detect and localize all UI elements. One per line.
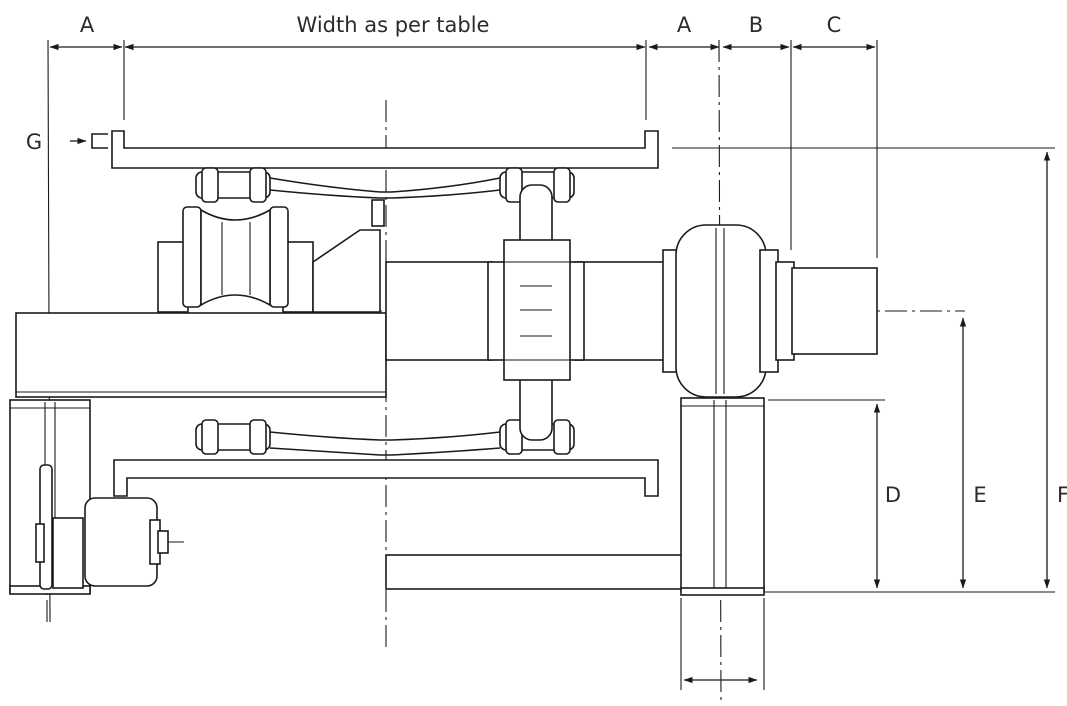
return-track-beam — [385, 554, 720, 590]
upper-left-trolley — [157, 199, 385, 313]
gearbox-housing — [662, 224, 878, 398]
dimension-label-e: E — [973, 483, 986, 507]
vertical-dimension-arrows — [683, 151, 1051, 684]
dimension-label-b: B — [749, 13, 763, 37]
dimension-label-width: Width as per table — [297, 13, 490, 37]
upper-carrier-rail — [111, 130, 659, 169]
drive-shaft — [385, 261, 671, 361]
main-track-beam — [15, 312, 387, 398]
drive-sprocket — [487, 184, 585, 441]
left-idler-wheel — [35, 464, 169, 590]
lower-return-rail — [113, 459, 659, 497]
dimension-label-g: G — [26, 130, 42, 154]
g-dimension-marker — [70, 133, 108, 149]
lower-hanger-link — [195, 419, 575, 456]
right-support-column — [680, 397, 765, 596]
dimension-label-d: D — [885, 483, 901, 507]
dimension-label-f: F — [1057, 483, 1067, 507]
dimension-label-c: C — [827, 13, 842, 37]
upper-hanger-link — [195, 167, 575, 203]
dimension-label-a-right: A — [677, 13, 692, 37]
dimension-label-a-left: A — [80, 13, 95, 37]
